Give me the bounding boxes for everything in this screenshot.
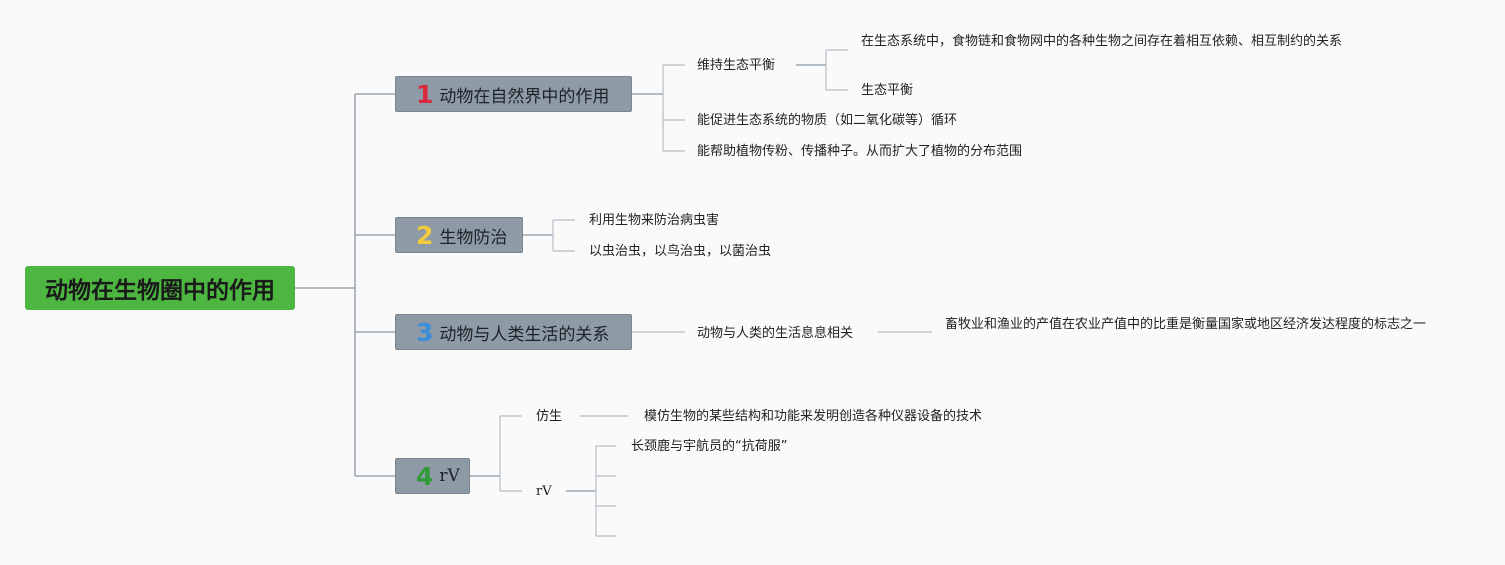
subtopic-rv[interactable]: rV — [536, 484, 552, 499]
subtopic-human-life[interactable]: 动物与人类的生活息息相关 — [697, 326, 854, 341]
subtopic-bionics[interactable]: 仿生 — [536, 409, 563, 424]
subtopic-material-cycle[interactable]: 能促进生态系统的物质（如二氧化碳等）循环 — [697, 113, 958, 128]
subtopic-pest-control[interactable]: 利用生物来防治病虫害 — [589, 213, 720, 228]
leaf-livestock-fishery[interactable]: 畜牧业和渔业的产值在农业产值中的比重是衡量国家或地区经济发达程度的标志之一 — [945, 317, 1427, 332]
number-1-icon: 1 — [416, 79, 434, 109]
number-4-icon: 4 — [416, 461, 434, 491]
leaf-ecological-balance[interactable]: 生态平衡 — [861, 83, 914, 98]
subtopic-ecological-balance[interactable]: 维持生态平衡 — [697, 58, 776, 73]
number-2-icon: 2 — [416, 220, 434, 250]
branch-topic-1[interactable]: 1 动物在自然界中的作用 — [395, 76, 632, 112]
subtopic-biocontrol-methods[interactable]: 以虫治虫，以鸟治虫，以菌治虫 — [589, 244, 772, 259]
branch-label: 动物与人类生活的关系 — [439, 324, 610, 345]
branch-topic-4[interactable]: 4 rV — [395, 458, 470, 494]
branch-topic-3[interactable]: 3 动物与人类生活的关系 — [395, 314, 632, 350]
leaf-bionics-definition[interactable]: 模仿生物的某些结构和功能来发明创造各种仪器设备的技术 — [644, 409, 983, 424]
branch-label: 动物在自然界中的作用 — [439, 86, 610, 107]
root-topic[interactable]: 动物在生物圈中的作用 — [25, 266, 295, 310]
leaf-food-chain-relations[interactable]: 在生态系统中，食物链和食物网中的各种生物之间存在着相互依赖、相互制约的关系 — [861, 34, 1343, 49]
leaf-giraffe-spacesuit[interactable]: 长颈鹿与宇航员的“抗荷服” — [631, 439, 788, 454]
subtopic-pollination[interactable]: 能帮助植物传粉、传播种子。从而扩大了植物的分布范围 — [697, 144, 1023, 159]
branch-label: 生物防治 — [439, 227, 508, 248]
branch-label: rV — [439, 466, 460, 486]
branch-topic-2[interactable]: 2 生物防治 — [395, 217, 523, 253]
number-3-icon: 3 — [416, 317, 434, 347]
